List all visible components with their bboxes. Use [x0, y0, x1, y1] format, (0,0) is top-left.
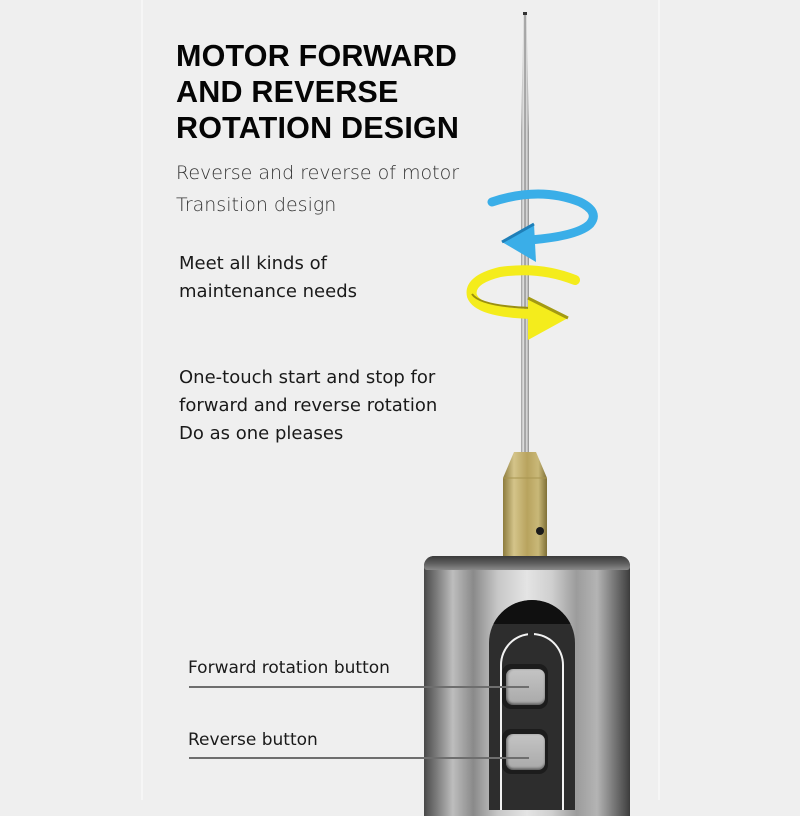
- feature-line: maintenance needs: [179, 281, 358, 302]
- feature-line: forward and reverse rotation: [179, 395, 438, 416]
- feature-line: One-touch start and stop for: [179, 367, 436, 388]
- headline-line-3: ROTATION DESIGN: [176, 111, 460, 145]
- feature-line: Meet all kinds of: [179, 253, 327, 274]
- headline: MOTOR FORWARD AND REVERSE ROTATION DESIG…: [176, 38, 459, 146]
- panel-top: [489, 600, 575, 624]
- rotation-arrows: [466, 189, 598, 340]
- ring-gap: [528, 630, 534, 638]
- callout-forward-leader: [189, 686, 529, 688]
- feature-maintenance: Meet all kinds of maintenance needs: [179, 250, 357, 306]
- feature-line: Do as one pleases: [179, 423, 344, 444]
- guide-line-right: [658, 0, 660, 800]
- device-body-rim: [424, 556, 630, 570]
- guide-line-left: [141, 0, 143, 800]
- callout-reverse-leader: [189, 757, 529, 759]
- brass-collet: [503, 452, 547, 562]
- forward-rotation-arrow-icon: [466, 265, 580, 340]
- reverse-button[interactable]: [502, 729, 548, 774]
- feature-one-touch: One-touch start and stop for forward and…: [179, 364, 437, 448]
- headline-line-2: AND REVERSE: [176, 75, 399, 109]
- panel-ring: [500, 633, 564, 810]
- callout-reverse-label: Reverse button: [188, 730, 318, 750]
- reverse-rotation-arrow-icon: [487, 189, 598, 262]
- subtext-line-2: Transition design: [176, 194, 337, 216]
- headline-line-1: MOTOR FORWARD: [176, 39, 458, 73]
- subtext: Reverse and reverse of motor Transition …: [176, 157, 459, 221]
- subtext-line-1: Reverse and reverse of motor: [176, 162, 460, 184]
- callout-forward-label: Forward rotation button: [188, 658, 390, 678]
